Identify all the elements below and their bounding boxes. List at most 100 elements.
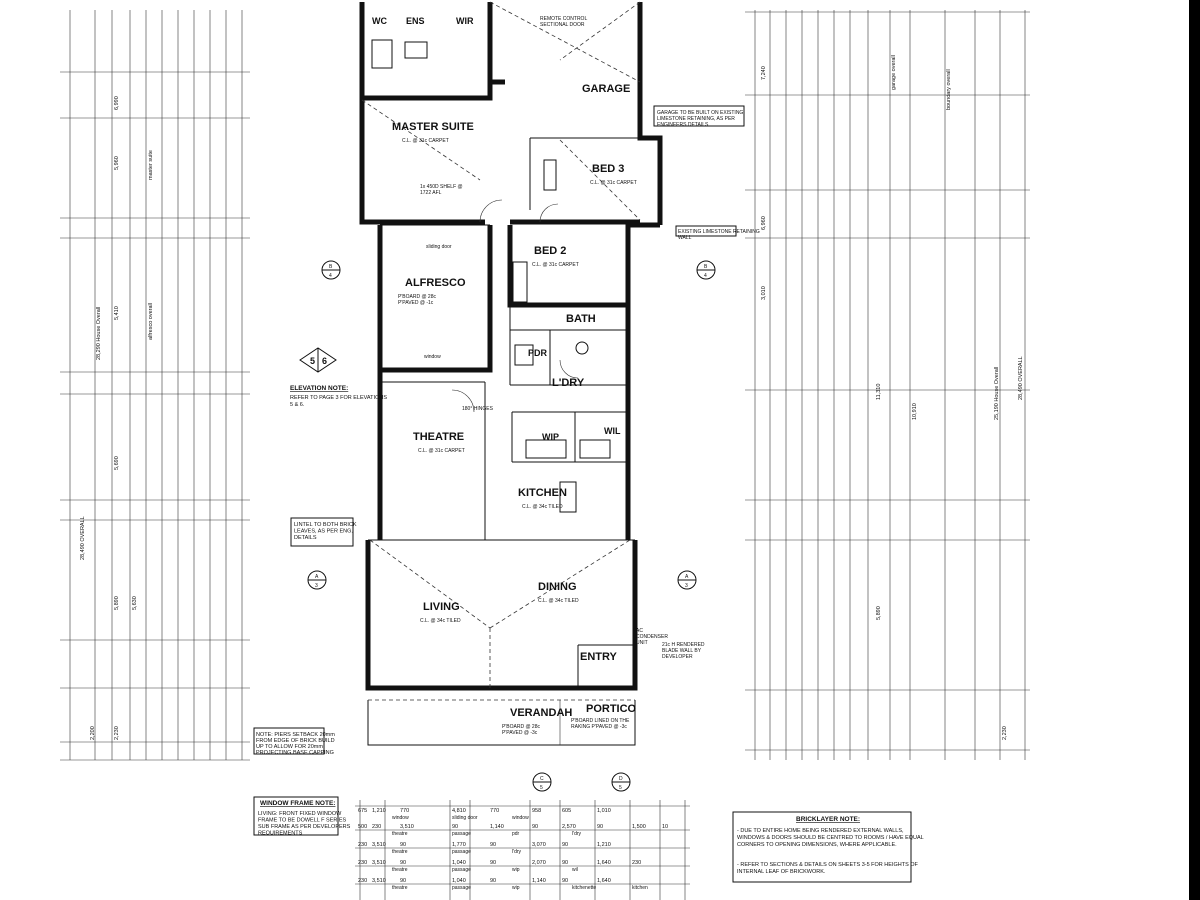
row2-label-2: pdr <box>512 831 520 837</box>
elevation-6-marker: 6 <box>322 356 327 366</box>
row5-value-5: 1,140 <box>532 878 546 884</box>
living-ceiling: C.L. @ 34c TILED <box>420 618 461 624</box>
room-bath: BATH <box>566 313 596 325</box>
row1-value-2: 770 <box>400 808 409 814</box>
elevation-note-title: ELEVATION NOTE: <box>290 385 348 392</box>
row4-label-0: theatre <box>392 867 408 873</box>
row1-value-6: 605 <box>562 808 571 814</box>
row4-value-5: 2,070 <box>532 860 546 866</box>
row3-value-6: 90 <box>562 842 568 848</box>
row3-value-4: 90 <box>490 842 496 848</box>
row2-value-1: 230 <box>372 824 381 830</box>
window-frame-note: WINDOW FRAME NOTE: LIVING: FRONT FIXED W… <box>253 796 351 837</box>
room-bed2: BED 2 <box>534 245 566 257</box>
boundary-overall-label: boundary overall <box>946 69 952 110</box>
row4-label-1: passage <box>452 867 471 873</box>
left-dim-7: 2,200 <box>90 726 96 740</box>
row2-value-0: 500 <box>358 824 367 830</box>
section-d-num: 5 <box>619 785 622 791</box>
row1-value-7: 1,010 <box>597 808 611 814</box>
row2-label-0: theatre <box>392 831 408 837</box>
row4-value-0: 230 <box>358 860 367 866</box>
right-dim-4: 11,310 <box>876 384 882 400</box>
row2-value-5: 90 <box>532 824 538 830</box>
alfresco-sliding-door: sliding door <box>426 244 452 250</box>
section-a-left-num: 3 <box>315 583 318 589</box>
row5-value-3: 1,040 <box>452 878 466 884</box>
row4-label-2: wip <box>512 867 520 873</box>
row5-label-2: wip <box>512 885 520 891</box>
section-b-left-letter: B <box>329 264 333 270</box>
room-ens: ENS <box>406 16 425 26</box>
right-overall-dim: 28,490 OVERALL <box>1018 356 1024 400</box>
row5-value-6: 90 <box>562 878 568 884</box>
row5-value-7: 1,640 <box>597 878 611 884</box>
section-b-right-num: 4 <box>704 273 707 279</box>
section-a-right-num: 3 <box>685 583 688 589</box>
room-wc: WC <box>372 16 387 26</box>
kitchen-ceiling: C.L. @ 34c TILED <box>522 504 563 510</box>
row3-label-0: theatre <box>392 849 408 855</box>
row1-label-2: window <box>512 815 529 821</box>
bed3-ceiling: C.L. @ 31c CARPET <box>590 180 637 186</box>
right-dim-5: 10,910 <box>912 403 918 420</box>
master-suite-dim-label: master suite <box>148 150 154 180</box>
row4-value-4: 90 <box>490 860 496 866</box>
shelf-note: 1x 450D SHELF @1722 AFL <box>420 184 463 196</box>
row5-value-1: 3,510 <box>372 878 386 884</box>
left-dim-8: 2,230 <box>114 726 120 740</box>
row2-value-8: 1,500 <box>632 824 646 830</box>
row3-value-1: 3,510 <box>372 842 386 848</box>
room-bed3: BED 3 <box>592 163 624 175</box>
left-dim-3: 5,410 <box>114 306 120 320</box>
row2-value-7: 90 <box>597 824 603 830</box>
left-dimension-lines: 28,490 OVERALL 28,290 House Overall 6,99… <box>60 10 250 761</box>
row4-value-1: 3,510 <box>372 860 386 866</box>
left-dim-2: 5,960 <box>114 156 120 170</box>
bed2-ceiling: C.L. @ 31c CARPET <box>532 262 579 268</box>
bricklayer-note: BRICKLAYER NOTE: - DUE TO ENTIRE HOME BE… <box>732 811 924 883</box>
row1-label-1: sliding door <box>452 815 478 821</box>
window-frame-note-title: WINDOW FRAME NOTE: <box>260 800 335 807</box>
row5-value-2: 90 <box>400 878 406 884</box>
right-dimension-lines: 28,490 OVERALL 25,190 House Overall boun… <box>745 10 1030 760</box>
room-master-suite: MASTER SUITE <box>392 121 474 133</box>
row1-label-0: window <box>392 815 409 821</box>
row2-value-2: 3,510 <box>400 824 414 830</box>
room-wip: WIP <box>542 432 559 442</box>
room-wil: WIL <box>604 426 621 436</box>
row2-value-3: 90 <box>452 824 458 830</box>
row3-label-2: l'dry <box>512 849 522 855</box>
row4-value-3: 1,040 <box>452 860 466 866</box>
room-living: LIVING <box>423 601 460 613</box>
elevation-note: ELEVATION NOTE: REFER TO PAGE 3 FOR ELEV… <box>290 385 387 408</box>
garage-overall-label: garage overall <box>891 55 897 90</box>
room-kitchen: KITCHEN <box>518 487 567 499</box>
bricklayer-note-text-1: - DUE TO ENTIRE HOME BEING RENDERED EXTE… <box>737 828 924 848</box>
right-dim-7: 2,230 <box>1002 726 1008 740</box>
house-walls <box>359 1 663 746</box>
row5-value-4: 90 <box>490 878 496 884</box>
row5-label-0: theatre <box>392 885 408 891</box>
row2-value-9: 10 <box>662 824 668 830</box>
left-dim-5: 5,890 <box>114 596 120 610</box>
theatre-ceiling: C.L. @ 31c CARPET <box>418 448 465 454</box>
row2-label-3: l'dry <box>572 831 582 837</box>
section-markers: B 4 B 4 A 3 A 3 C 5 D 5 5 6 <box>299 260 716 792</box>
left-overall-dim: 28,490 OVERALL <box>80 516 86 560</box>
right-dim-3: 3,010 <box>761 286 767 300</box>
row3-value-7: 1,210 <box>597 842 611 848</box>
alfresco-window: window <box>424 354 441 360</box>
right-house-overall-dim: 25,190 House Overall <box>994 367 1000 420</box>
